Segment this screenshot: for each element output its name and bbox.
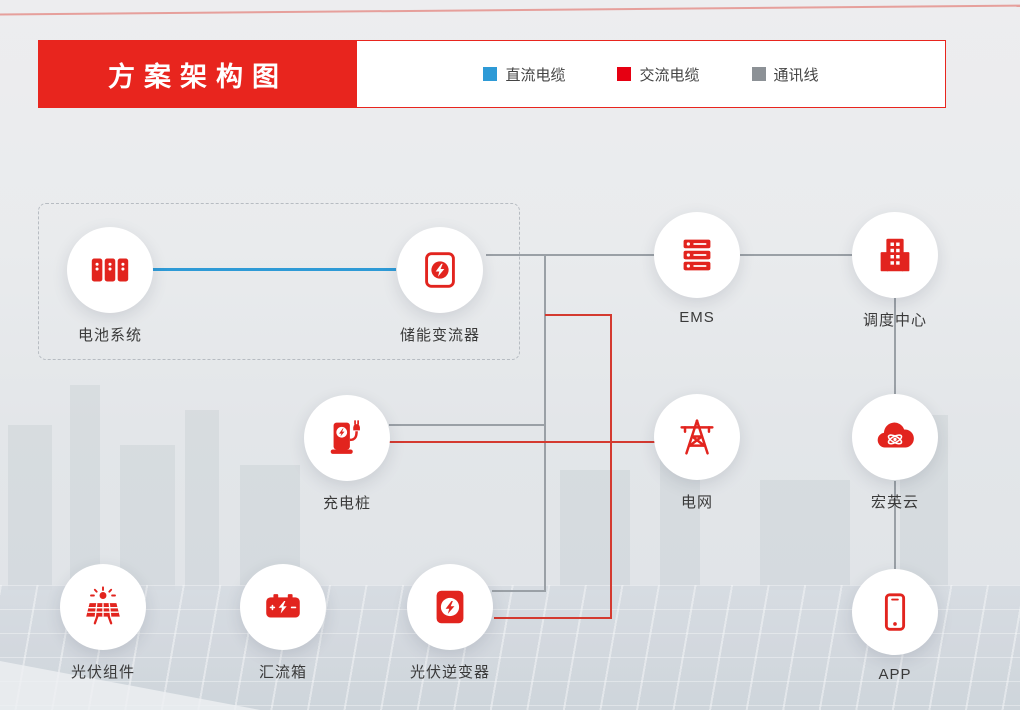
ems-circle bbox=[654, 212, 740, 298]
legend-label: 通讯线 bbox=[773, 66, 819, 84]
node-label: 充电桩 bbox=[322, 495, 371, 512]
legend: 直流电缆 交流电缆 通讯线 bbox=[357, 41, 945, 107]
transmission-tower-icon bbox=[680, 419, 714, 455]
legend-item-dc-cable: 直流电缆 bbox=[483, 64, 565, 85]
storage-group-dashed-box bbox=[38, 203, 520, 360]
node-label: 宏英云 bbox=[870, 494, 919, 511]
combiner-box-circle bbox=[240, 564, 326, 650]
solar-panel-field-background bbox=[0, 585, 1020, 710]
node-pv-modules: 光伏组件 bbox=[33, 564, 173, 682]
legend-label: 交流电缆 bbox=[639, 66, 700, 84]
node-ems: EMS bbox=[627, 212, 767, 326]
background-diagonal-line bbox=[0, 4, 1020, 16]
legend-item-ac-cable: 交流电缆 bbox=[617, 64, 700, 85]
node-battery-system: 电池系统 bbox=[40, 227, 180, 345]
dispatch-center-circle bbox=[852, 212, 938, 298]
dc-cable-color-swatch bbox=[483, 67, 498, 81]
node-label: 汇流箱 bbox=[258, 664, 307, 681]
node-label: 调度中心 bbox=[862, 312, 927, 329]
node-label: EMS bbox=[679, 309, 715, 326]
node-dispatch-center: 调度中心 bbox=[825, 212, 965, 330]
node-cloud-platform: 宏英云 bbox=[825, 394, 965, 512]
pv-modules-circle bbox=[60, 564, 146, 650]
solar-panel-icon bbox=[86, 586, 120, 625]
ems-server-icon bbox=[683, 239, 711, 271]
battery-system-icon bbox=[91, 258, 129, 282]
comm-line-cloud-to-app bbox=[894, 481, 896, 570]
legend-item-comm-line: 通讯线 bbox=[751, 64, 819, 85]
node-power-grid: 电网 bbox=[627, 394, 767, 512]
smartphone-icon bbox=[884, 593, 906, 631]
node-label: 光伏组件 bbox=[70, 664, 135, 681]
ac-cable-color-swatch bbox=[617, 67, 632, 81]
comm-line-ems-to-dispatch bbox=[740, 254, 853, 256]
cloud-icon bbox=[877, 422, 914, 448]
app-circle bbox=[852, 569, 938, 655]
comm-line-pcs-to-ems bbox=[486, 254, 656, 256]
charging-pile-circle bbox=[304, 395, 390, 481]
node-pv-inverter: 光伏逆变器 bbox=[380, 564, 520, 682]
comm-line-dispatch-to-cloud bbox=[894, 298, 896, 395]
comm-line-vertical-bus bbox=[544, 254, 546, 592]
combiner-box-icon bbox=[266, 594, 300, 618]
dispatch-center-building-icon bbox=[880, 238, 910, 272]
pv-inverter-circle bbox=[407, 564, 493, 650]
node-label: APP bbox=[878, 666, 912, 683]
header-banner: 方案架构图 直流电缆 交流电缆 通讯线 bbox=[38, 40, 946, 108]
building-silhouette bbox=[70, 385, 100, 590]
legend-label: 直流电缆 bbox=[505, 66, 566, 84]
comm-line-inverter-branch bbox=[492, 590, 545, 592]
node-app: APP bbox=[825, 569, 965, 683]
ac-cable-inverter-branch bbox=[494, 617, 612, 619]
comm-line-charger-branch bbox=[389, 424, 545, 426]
node-charging-pile: 充电桩 bbox=[277, 395, 417, 513]
pv-inverter-icon bbox=[436, 590, 464, 624]
power-grid-circle bbox=[654, 394, 740, 480]
battery-system-circle bbox=[67, 227, 153, 313]
ac-cable-vertical-bus bbox=[610, 314, 612, 619]
comm-line-color-swatch bbox=[751, 67, 766, 81]
storage-converter-icon bbox=[425, 252, 455, 288]
dc-cable-battery-to-pcs bbox=[151, 268, 396, 271]
node-label: 电网 bbox=[680, 494, 713, 511]
node-storage-converter: 储能变流器 bbox=[370, 227, 510, 345]
node-label: 光伏逆变器 bbox=[409, 664, 490, 681]
ac-cable-charger-to-grid bbox=[389, 441, 657, 443]
building-silhouette bbox=[760, 480, 850, 590]
node-combiner-box: 汇流箱 bbox=[213, 564, 353, 682]
page-title: 方案架构图 bbox=[39, 41, 357, 107]
building-silhouette bbox=[185, 410, 219, 590]
node-label: 电池系统 bbox=[77, 327, 142, 344]
storage-converter-circle bbox=[397, 227, 483, 313]
cloud-platform-circle bbox=[852, 394, 938, 480]
node-label: 储能变流器 bbox=[399, 327, 480, 344]
building-silhouette bbox=[560, 470, 630, 590]
building-silhouette bbox=[120, 445, 175, 590]
building-silhouette bbox=[8, 425, 52, 590]
ac-cable-top-branch bbox=[545, 314, 612, 316]
charging-pile-icon bbox=[330, 420, 360, 454]
